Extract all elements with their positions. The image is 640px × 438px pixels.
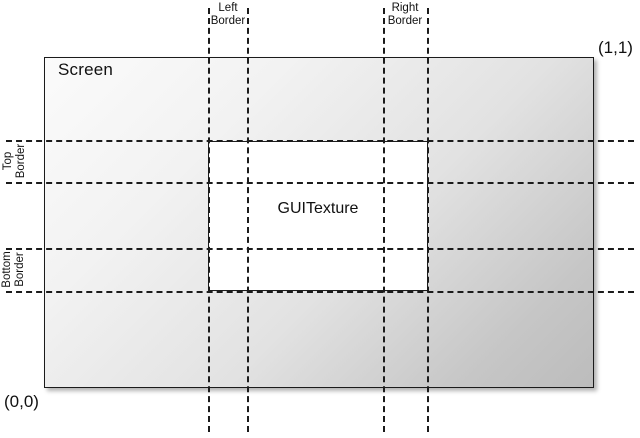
guide-line-vertical-left-inner <box>208 8 210 432</box>
coordinate-label-bottom-left: (0,0) <box>4 392 39 411</box>
guide-line-horizontal-top-outer <box>6 140 634 142</box>
guide-line-vertical-right-outer <box>427 8 429 432</box>
guitexture-label: GUITexture <box>277 200 359 217</box>
top-border-annotation: Top Border <box>2 140 28 182</box>
left-border-label-line1: Left <box>218 2 238 14</box>
coordinate-label-top-right: (1,1) <box>598 38 633 57</box>
top-border-label-line1: Top <box>2 151 14 171</box>
guide-line-vertical-right-inner <box>383 8 385 432</box>
screen-label: Screen <box>58 60 114 79</box>
bottom-border-label-line1: Bottom <box>1 251 13 288</box>
right-border-label-line2: Border <box>387 15 423 27</box>
bottom-border-annotation: Bottom Border <box>1 248 27 291</box>
left-border-label-line2: Border <box>210 15 246 27</box>
right-border-annotation: Right Border <box>380 2 430 28</box>
guide-line-horizontal-top-inner <box>6 182 634 184</box>
guide-line-horizontal-bottom-inner <box>6 248 634 250</box>
top-border-label-line2: Border <box>15 143 27 179</box>
left-border-annotation: Left Border <box>203 2 253 28</box>
guide-line-horizontal-bottom-outer <box>6 291 634 293</box>
right-border-label-line1: Right <box>391 2 419 14</box>
guide-line-vertical-left-outer <box>247 8 249 432</box>
guitexture-rect <box>208 141 428 291</box>
bottom-border-label-line2: Border <box>14 252 26 287</box>
